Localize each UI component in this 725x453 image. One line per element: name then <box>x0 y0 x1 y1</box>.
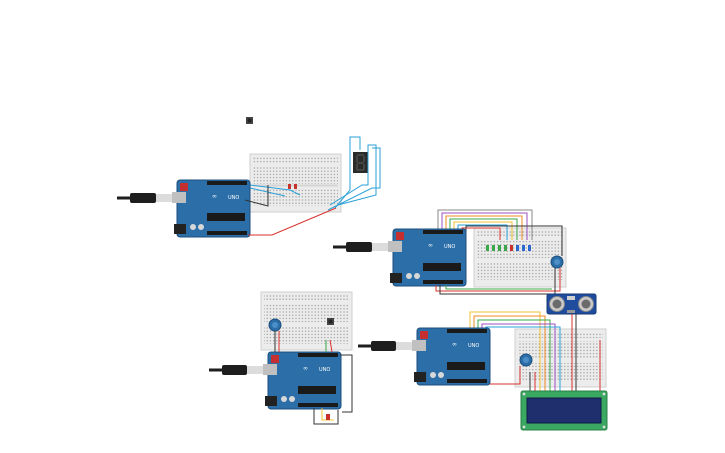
board-logo-3: ∞ <box>303 365 308 372</box>
board-label-4: UNO <box>468 343 479 349</box>
breadboard-1[interactable] <box>249 153 342 213</box>
ultrasonic-sensor[interactable] <box>546 293 597 315</box>
circuit-4: ∞ UNO <box>358 311 608 431</box>
board-label-3: UNO <box>319 367 330 373</box>
led-bar[interactable] <box>486 245 531 251</box>
wires-bottom-2 <box>435 268 561 295</box>
usb-cable-3 <box>209 365 263 375</box>
circuit-3: ∞ UNO <box>209 291 353 425</box>
board-logo-2: ∞ <box>428 242 433 249</box>
potentiometer-2[interactable] <box>550 255 564 269</box>
lcd-16x2[interactable] <box>520 390 608 431</box>
usb-cable-2 <box>333 242 388 252</box>
potentiometer-4[interactable] <box>519 353 533 367</box>
breadboard-2[interactable] <box>473 227 567 288</box>
pushbutton-top[interactable] <box>246 117 253 124</box>
arduino-uno-1[interactable]: ∞ UNO <box>172 179 251 238</box>
board-logo-4: ∞ <box>452 341 457 348</box>
arduino-uno-4[interactable]: ∞ UNO <box>412 327 491 386</box>
potentiometer-3[interactable] <box>268 318 282 332</box>
circuit-1: ∞ UNO <box>117 136 381 238</box>
arduino-uno-3[interactable]: ∞ UNO <box>263 351 342 410</box>
arduino-uno-2[interactable]: ∞ UNO <box>388 228 467 287</box>
wires-ribbon-2 <box>437 209 563 256</box>
usb-cable-4 <box>358 341 412 351</box>
wire-red-1 <box>248 207 337 236</box>
led-red-3[interactable] <box>326 414 330 420</box>
seven-segment-display[interactable] <box>353 152 368 173</box>
board-label-2: UNO <box>444 244 455 250</box>
led-red-1[interactable] <box>288 184 297 189</box>
board-logo-1: ∞ <box>212 193 217 200</box>
pushbutton-3[interactable] <box>327 318 334 325</box>
circuit-2: ∞ UNO <box>333 209 567 295</box>
wires-3 <box>274 331 353 425</box>
usb-cable-1 <box>117 193 172 203</box>
board-label-1: UNO <box>228 195 239 201</box>
wire-black-1 <box>244 185 269 207</box>
